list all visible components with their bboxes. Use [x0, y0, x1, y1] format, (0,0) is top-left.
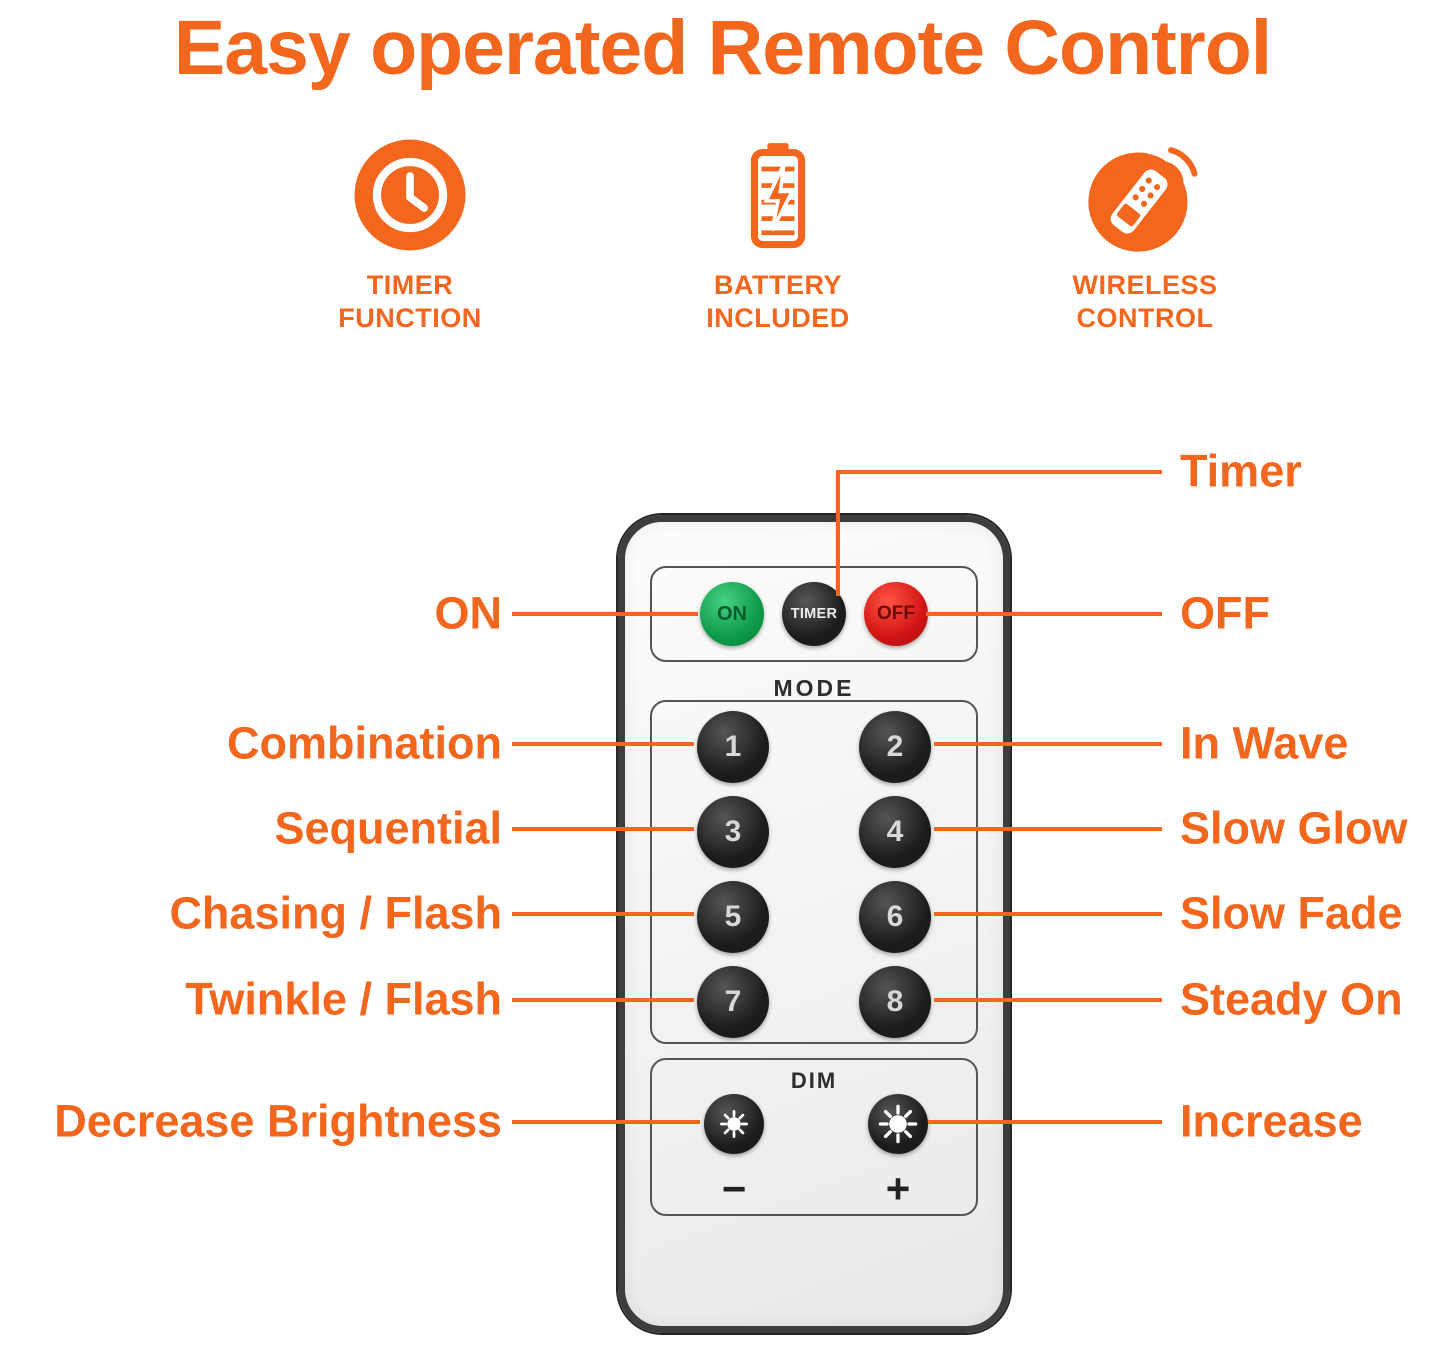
off-button[interactable]: OFF: [864, 582, 928, 646]
sun-dim-icon: [720, 1110, 748, 1138]
battery-icon: [750, 143, 806, 249]
feature-battery-included: BATTERY INCLUDED: [618, 136, 938, 335]
callout-on: ON: [434, 587, 503, 639]
dim-section-label: DIM: [790, 1068, 838, 1093]
brightness-decrease-button[interactable]: [704, 1094, 764, 1154]
plus-sign: +: [885, 1165, 911, 1212]
callout-steady-on: Steady On: [1180, 973, 1403, 1025]
callout-decrease-brightness: Decrease Brightness: [54, 1095, 502, 1147]
mode-button-7[interactable]: 7: [697, 965, 769, 1038]
feature-timer-function: TIMER FUNCTION: [250, 136, 570, 335]
mode-section-label: MODE: [773, 675, 855, 701]
timer-button[interactable]: TIMER: [782, 582, 846, 646]
remote-control: ON TIMER OFF MODE 1 2 3 4 5 6 7 8 DIM: [618, 515, 1010, 1333]
mode-button-4[interactable]: 4: [859, 795, 931, 868]
feature-label-line: FUNCTION: [338, 302, 482, 333]
dim-section: DIM: [650, 1058, 978, 1216]
minus-sign: −: [721, 1165, 747, 1212]
mode-button-8[interactable]: 8: [859, 965, 931, 1038]
feature-label-line: WIRELESS: [1072, 270, 1218, 300]
callout-chasing-flash: Chasing / Flash: [169, 887, 502, 939]
callout-twinkle-flash: Twinkle / Flash: [185, 973, 502, 1025]
callout-slow-glow: Slow Glow: [1180, 802, 1408, 854]
feature-label-line: TIMER: [366, 270, 454, 300]
feature-wireless-control: WIRELESS CONTROL: [985, 136, 1305, 335]
feature-label-line: CONTROL: [1076, 302, 1214, 333]
callout-sequential: Sequential: [274, 802, 502, 854]
callout-combination: Combination: [227, 717, 502, 769]
feature-label-wireless: WIRELESS CONTROL: [985, 269, 1305, 335]
wireless-icon: [1088, 147, 1198, 252]
brightness-increase-button[interactable]: [868, 1094, 928, 1154]
mode-button-2[interactable]: 2: [859, 710, 931, 783]
mode-button-3[interactable]: 3: [697, 795, 769, 868]
feature-label-battery: BATTERY INCLUDED: [618, 269, 938, 335]
feature-label-line: BATTERY: [714, 270, 842, 300]
callout-off: OFF: [1180, 587, 1270, 639]
mode-button-6[interactable]: 6: [859, 880, 931, 953]
mode-section: 1 2 3 4 5 6 7 8: [650, 700, 978, 1044]
callout-increase: Increase: [1180, 1095, 1363, 1147]
mode-button-1[interactable]: 1: [697, 710, 769, 783]
power-section: ON TIMER OFF: [650, 566, 978, 662]
sun-bright-icon: [878, 1104, 918, 1144]
on-button[interactable]: ON: [700, 582, 764, 646]
callout-slow-fade: Slow Fade: [1180, 887, 1403, 939]
callout-in-wave: In Wave: [1180, 717, 1349, 769]
mode-button-5[interactable]: 5: [697, 880, 769, 953]
clock-icon: [354, 139, 466, 251]
feature-label-line: INCLUDED: [706, 302, 850, 333]
page-title: Easy operated Remote Control: [173, 5, 1272, 91]
feature-label-timer: TIMER FUNCTION: [250, 269, 570, 335]
callout-timer: Timer: [1180, 445, 1302, 497]
